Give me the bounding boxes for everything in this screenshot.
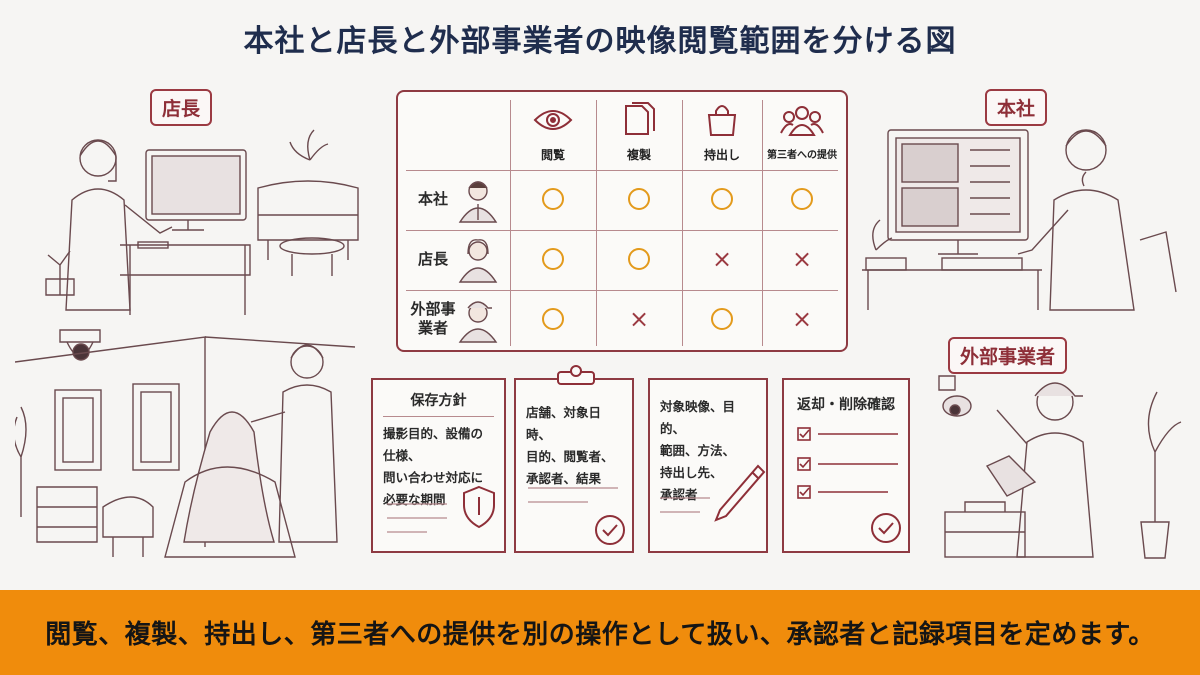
card-line: 範囲、方法、	[660, 442, 736, 458]
row-label: 外部事業者	[410, 300, 456, 337]
pen-icon	[714, 464, 766, 522]
column-label: 持出し	[703, 148, 740, 162]
card-line: 店舗、対象日時、	[526, 405, 602, 442]
column-takeout: 持出し	[682, 102, 762, 163]
card-line: 持出し先、	[660, 464, 723, 480]
card-line: 問い合わせ対応に	[383, 469, 484, 485]
denied-mark: ×	[791, 305, 813, 333]
denied-mark: ×	[711, 245, 733, 273]
column-label: 閲覧	[540, 148, 565, 162]
people-icon	[762, 102, 842, 138]
allowed-mark	[628, 248, 650, 270]
matrix-cell: ×	[762, 290, 842, 348]
card-line: 目的、閲覧者、	[526, 448, 614, 464]
shield-icon	[463, 485, 495, 529]
denied-mark: ×	[791, 245, 813, 273]
head-office-tag: 本社	[985, 89, 1048, 126]
matrix-cell: ×	[596, 290, 682, 348]
row-head-office: 本社	[410, 170, 510, 228]
row-store-manager: 店長	[410, 230, 510, 288]
check-circle-icon	[595, 515, 625, 545]
card-line: 承認者、結果	[526, 470, 602, 486]
clipboard-clip-icon	[557, 365, 595, 385]
contractor-avatar	[458, 301, 498, 343]
card-line: 必要な期間	[383, 491, 446, 507]
summary-banner: 閲覧、複製、持出し、第三者への提供を別の操作として扱い、承認者と記録項目を定めま…	[0, 590, 1200, 675]
card-title: 返却・削除確認	[797, 397, 895, 413]
eye-icon	[510, 102, 596, 138]
matrix-cell	[762, 170, 842, 228]
permission-matrix: 閲覧 複製 持出し 第三者への提供 本社 店長 外部事業者 × × × ×	[396, 90, 848, 352]
contractor-illustration	[938, 375, 1182, 559]
copy-icon	[596, 102, 682, 138]
matrix-cell	[510, 290, 596, 348]
placeholder-lines	[660, 497, 710, 513]
checklist-icon	[797, 427, 898, 499]
column-label: 第三者への提供	[767, 150, 837, 161]
head-office-illustration	[862, 129, 1177, 311]
bag-icon	[682, 102, 762, 138]
retention-policy-card: 保存方針 撮影目的、設備の仕様、 問い合わせ対応に 必要な期間	[371, 378, 506, 553]
allowed-mark	[542, 308, 564, 330]
store-manager-tag: 店長	[150, 89, 213, 126]
column-view: 閲覧	[510, 102, 596, 163]
takeout-request-card: 対象映像、目的、 範囲、方法、 持出し先、 承認者	[648, 378, 768, 553]
page-title: 本社と店長と外部事業者の映像閲覧範囲を分ける図	[243, 24, 957, 59]
matrix-cell	[510, 170, 596, 228]
card-title: 保存方針	[410, 393, 467, 409]
allowed-mark	[711, 308, 733, 330]
allowed-mark	[542, 188, 564, 210]
contractor-tag: 外部事業者	[948, 337, 1068, 374]
check-circle-icon	[871, 513, 901, 543]
office-worker-avatar	[458, 181, 498, 223]
denied-mark: ×	[628, 305, 650, 333]
column-third-party: 第三者への提供	[762, 102, 842, 161]
salon-illustration	[15, 329, 356, 558]
matrix-cell	[682, 170, 762, 228]
card-line: 対象映像、目的、	[660, 399, 736, 436]
allowed-mark	[542, 248, 564, 270]
store-manager-illustration	[45, 129, 359, 315]
allowed-mark	[711, 188, 733, 210]
matrix-cell	[596, 230, 682, 288]
matrix-cell	[682, 290, 762, 348]
row-label: 本社	[417, 189, 448, 208]
matrix-cell	[510, 230, 596, 288]
allowed-mark	[791, 188, 813, 210]
row-label: 店長	[417, 249, 448, 268]
row-contractor: 外部事業者	[410, 290, 510, 348]
return-deletion-card: 返却・削除確認	[782, 378, 910, 553]
matrix-cell	[596, 170, 682, 228]
placeholder-lines	[528, 487, 618, 503]
access-log-card: 店舗、対象日時、 目的、閲覧者、 承認者、結果	[514, 365, 634, 553]
matrix-cell: ×	[682, 230, 762, 288]
matrix-cell: ×	[762, 230, 842, 288]
column-label: 複製	[626, 148, 651, 162]
summary-text: 閲覧、複製、持出し、第三者への提供を別の操作として扱い、承認者と記録項目を定めま…	[45, 620, 1155, 650]
card-line: 撮影目的、設備の仕様、	[383, 426, 484, 463]
column-copy: 複製	[596, 102, 682, 163]
allowed-mark	[628, 188, 650, 210]
placeholder-lines	[387, 503, 447, 533]
store-manager-avatar	[458, 239, 498, 283]
